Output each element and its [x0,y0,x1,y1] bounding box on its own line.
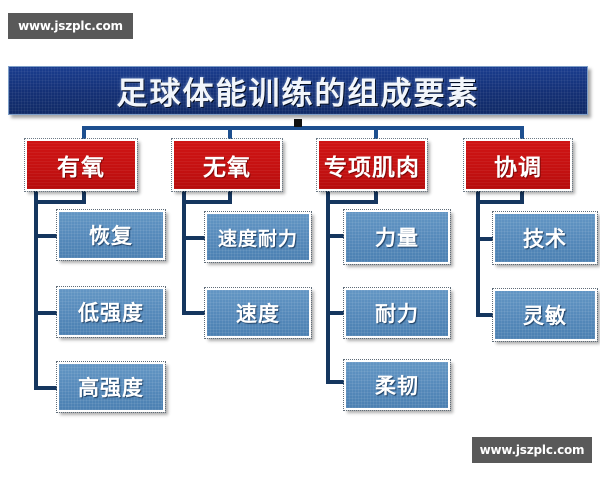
connector-col4-stub [520,190,524,204]
leaf-label: 技术 [523,227,567,251]
branch-label: 有氧 [57,155,105,181]
leaf-label: 低强度 [78,301,144,325]
connector-col1-stub [82,190,86,204]
connector-col1-to-child-1 [34,234,59,238]
leaf-box-recovery[interactable]: 恢复 [56,209,166,261]
leaf-label: 高强度 [78,376,144,400]
page-title: 足球体能训练的组成要素 [116,76,480,112]
leaf-box-low-intensity[interactable]: 低强度 [56,286,166,338]
connector-col3-top-link [326,200,376,204]
leaf-label: 速度 [236,302,280,326]
watermark-bottom: www.jszplc.com [472,437,592,463]
connector-col4-to-child-1 [476,237,500,241]
connector-col2-stub [228,190,232,204]
connector-joint-center [294,119,302,127]
leaf-label: 恢复 [89,224,133,248]
branch-label: 协调 [494,155,542,181]
leaf-box-speed[interactable]: 速度 [204,287,312,339]
leaf-label: 耐力 [375,302,419,326]
connector-col1-to-child-2 [34,311,59,315]
connector-col2-top-link [182,200,230,204]
leaf-box-technique[interactable]: 技术 [492,211,598,265]
branch-box-coordination[interactable]: 协调 [463,138,573,192]
leaf-label: 力量 [375,226,419,250]
connector-trunk-drop-2 [228,126,232,140]
branch-label: 无氧 [203,155,251,181]
connector-col3-to-child-3 [326,380,348,384]
connector-col2-to-child-2 [182,311,208,315]
watermark-top: www.jszplc.com [8,13,133,39]
branch-box-specific-muscle[interactable]: 专项肌肉 [316,138,428,192]
leaf-box-strength[interactable]: 力量 [343,209,451,265]
leaf-box-agility[interactable]: 灵敏 [492,288,598,342]
branch-box-anaerobic[interactable]: 无氧 [171,138,283,192]
connector-col2-to-child-1 [182,236,208,240]
connector-trunk-drop-1 [82,126,86,140]
connector-col2-spine [182,190,186,314]
connector-col4-to-child-2 [476,313,500,317]
branch-box-aerobic[interactable]: 有氧 [24,138,138,192]
connector-col4-top-link [476,200,522,204]
connector-col4-spine [476,190,480,316]
leaf-box-high-intensity[interactable]: 高强度 [56,361,166,413]
connector-trunk-drop-4 [520,126,524,140]
diagram-title-banner: 足球体能训练的组成要素 [8,66,588,115]
leaf-label: 灵敏 [523,304,567,328]
connector-col1-top-link [34,200,84,204]
leaf-box-flexibility[interactable]: 柔韧 [343,359,451,411]
connector-trunk-drop-3 [374,126,378,140]
connector-col1-spine [34,190,38,388]
leaf-box-muscular-endurance[interactable]: 耐力 [343,287,451,339]
connector-trunk-horizontal [82,126,524,130]
leaf-box-speed-endurance[interactable]: 速度耐力 [204,211,312,263]
leaf-label: 柔韧 [375,374,419,398]
branch-label: 专项肌肉 [324,155,420,181]
connector-col3-spine [326,190,330,382]
connector-col3-to-child-1 [326,234,348,238]
connector-col1-to-child-3 [34,386,59,390]
connector-col3-stub [374,190,378,204]
connector-col3-to-child-2 [326,311,348,315]
leaf-label: 速度耐力 [217,227,298,250]
